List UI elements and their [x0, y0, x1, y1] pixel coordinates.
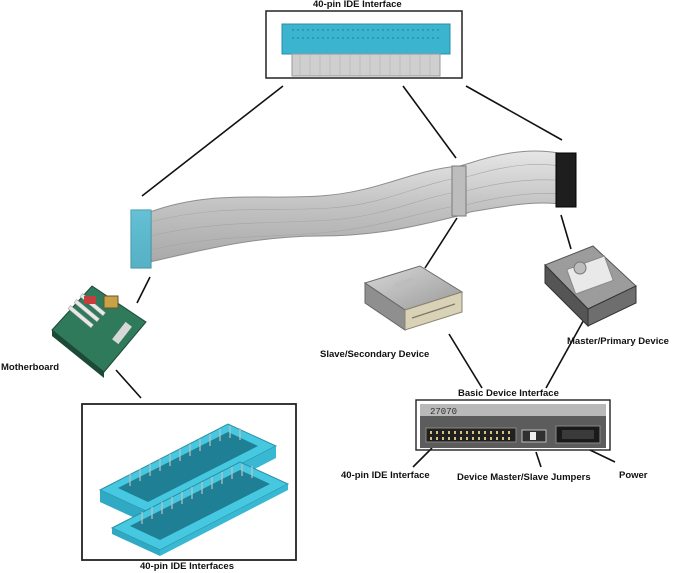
optical-drive [363, 265, 464, 331]
label-basic-interface: Basic Device Interface [458, 388, 559, 399]
label-master-device: Master/Primary Device [567, 336, 669, 347]
motherboard [51, 285, 147, 378]
label-slave-device: Slave/Secondary Device [320, 349, 430, 360]
ribbon-cable [130, 150, 577, 269]
hard-disk [544, 245, 637, 328]
top-ide-connector [281, 23, 451, 55]
label-top-connector: 40-pin IDE Interface [313, 0, 402, 10]
top-connector-frame [265, 10, 463, 79]
label-jumpers: Device Master/Slave Jumpers [457, 472, 591, 483]
label-ide-interface: 40-pin IDE Interface [341, 470, 430, 481]
mb-interfaces-frame [81, 403, 297, 561]
drive-rear-photo: 27070 [415, 399, 611, 451]
slave-cable-connector [451, 165, 467, 217]
label-power: Power [619, 470, 648, 481]
label-mb-interfaces: 40-pin IDE Interfaces [140, 561, 234, 572]
mb-ide-socket-lower [110, 461, 290, 556]
drive-serial: 27070 [430, 407, 457, 417]
label-motherboard: Motherboard [1, 362, 60, 373]
master-cable-connector [555, 152, 577, 208]
pointer-lines [115, 85, 616, 468]
